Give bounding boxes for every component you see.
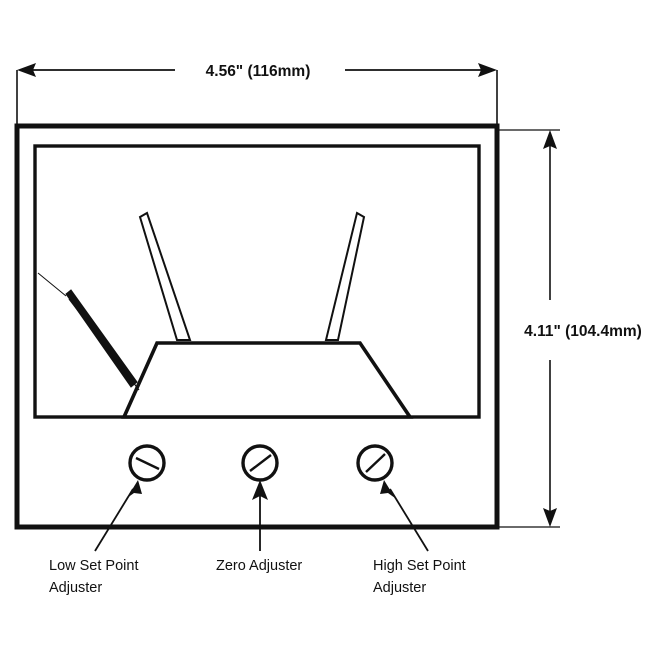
zero-adjuster-leader: [252, 480, 268, 551]
width-dimension-group: 4.56" (116mm): [16, 63, 498, 126]
high-set-point-pointer: [324, 211, 366, 341]
low-set-point-pointer: [138, 211, 192, 341]
width-arrowhead-right: [478, 63, 497, 77]
height-arrowhead-top: [543, 130, 557, 149]
callout-high-set-point-line1: High Set Point: [373, 558, 466, 574]
indicator-needle-body: [65, 289, 138, 388]
height-dimension-group: 4.11" (104.4mm): [497, 129, 642, 528]
width-arrowhead-left: [17, 63, 36, 77]
high-set-point-leader-arrow: [380, 480, 395, 498]
indicator-needle: [37, 272, 140, 391]
high-set-point-knob[interactable]: [356, 444, 394, 482]
callout-zero-adjuster: Zero Adjuster: [216, 558, 302, 574]
callout-low-set-point: Low Set Point Adjuster: [49, 558, 138, 596]
height-dimension-label: 4.11" (104.4mm): [524, 323, 642, 340]
high-set-point-leader-line: [389, 488, 429, 552]
height-arrowhead-bottom: [543, 508, 557, 527]
low-set-point-leader-arrow: [127, 480, 142, 498]
callout-zero-adjuster-line1: Zero Adjuster: [216, 558, 302, 574]
zero-adjuster-leader-arrow: [252, 480, 268, 500]
zero-adjuster-knob[interactable]: [241, 444, 279, 482]
zero-adjuster-knob-slot: [249, 454, 272, 472]
low-set-point-leader: [94, 480, 142, 552]
scale-base: [121, 341, 414, 419]
low-set-point-leader-line: [94, 488, 134, 552]
low-set-point-knob[interactable]: [128, 444, 166, 482]
high-set-point-knob-slot: [365, 453, 386, 473]
callout-low-set-point-line1: Low Set Point: [49, 558, 138, 574]
indicator-needle-tip: [37, 272, 67, 297]
width-dimension-label: 4.56" (116mm): [206, 63, 311, 80]
indicator-needle-edge: [68, 298, 140, 391]
callout-high-set-point-line2: Adjuster: [373, 580, 426, 596]
high-set-point-leader: [380, 480, 429, 552]
callout-low-set-point-line2: Adjuster: [49, 580, 102, 596]
low-set-point-knob-slot: [135, 456, 160, 471]
callout-high-set-point: High Set Point Adjuster: [373, 558, 466, 596]
